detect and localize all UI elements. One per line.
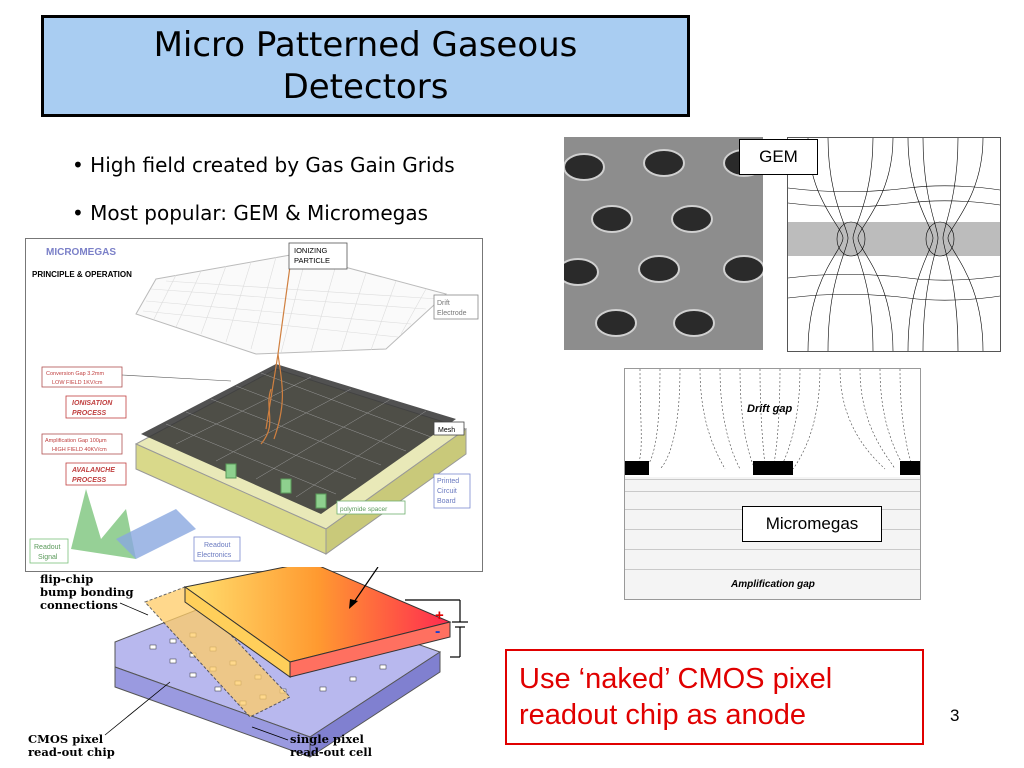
battery-minus: - (435, 623, 440, 640)
bullet-most-popular: • Most popular: GEM & Micromegas (72, 201, 429, 225)
mesh-label: Mesh (438, 427, 455, 434)
flip-chip-line2: bump bonding (40, 585, 134, 599)
ionizing-particle-box (288, 242, 348, 270)
pcb-line3: Board (437, 498, 456, 505)
drift-electrode-line1: Drift (437, 300, 450, 307)
cmos-chip-diagram: + - flip-chip bump bonding connections C… (20, 567, 475, 763)
pcb-line2: Circuit (437, 488, 457, 495)
conversion-gap-line1: Conversion Gap 3.2mm (46, 371, 104, 377)
gem-micrograph-svg (564, 137, 763, 350)
single-pixel-line2: read-out cell (290, 745, 373, 759)
callout-line2: readout chip as anode (519, 699, 806, 731)
title-box: Micro Patterned Gaseous Detectors (41, 15, 690, 117)
micromegas-field-figure: Drift gap Amplification gap (624, 368, 921, 600)
cmos-pixel-line2: read-out chip (28, 745, 115, 759)
callout-box: Use ‘naked’ CMOS pixel readout chip as a… (505, 649, 924, 745)
ionisation-line2: PROCESS (72, 410, 107, 417)
bullet-high-field: • High field created by Gas Gain Grids (72, 153, 455, 177)
micromegas-field-svg: Drift gap Amplification gap (625, 369, 920, 599)
flip-chip-line1: flip-chip (40, 572, 93, 586)
single-pixel-line1: single pixel (290, 732, 365, 746)
gem-label: GEM (739, 139, 818, 175)
readout-signal-line2: Signal (38, 554, 58, 561)
gem-micrograph (564, 137, 763, 350)
readout-electronics-line2: Electronics (197, 552, 232, 559)
conversion-gap-line2: LOW FIELD 1KV/cm (52, 380, 103, 386)
avalanche-line1: AVALANCHE (71, 467, 115, 474)
cmos-chip-svg: + - flip-chip bump bonding connections C… (28, 567, 468, 759)
readout-signal-line1: Readout (34, 544, 61, 551)
gem-field-svg (788, 138, 1000, 351)
page-number: 3 (950, 706, 960, 725)
drift-electrode-line2: Electrode (437, 310, 467, 317)
pcb-line1: Printed (437, 478, 459, 485)
diagram-subheading: PRINCIPLE & OPERATION (32, 270, 132, 279)
micromegas-principle-svg: MICROMEGAS PRINCIPLE & OPERATION IONIZIN… (29, 242, 479, 564)
callout-line1: Use ‘naked’ CMOS pixel (519, 663, 833, 695)
ionizing-particle-line2: PARTICLE (294, 256, 330, 265)
ionizing-particle-line1: IONIZING (294, 246, 327, 255)
avalanche-line2: PROCESS (72, 477, 107, 484)
slide-title: Micro Patterned Gaseous Detectors (153, 25, 578, 107)
gem-field-lines (787, 137, 1001, 352)
polymide-spacer-label: polymide spacer (340, 506, 388, 513)
amplification-gap-line2: HIGH FIELD 40KV/cm (52, 447, 107, 453)
cmos-pixel-line1: CMOS pixel (28, 732, 104, 746)
amplification-gap-line1: Amplification Gap 100µm (45, 438, 107, 444)
amplification-gap-label: Amplification gap (730, 579, 815, 590)
micromegas-label: Micromegas (742, 506, 882, 542)
ionisation-line1: IONISATION (72, 400, 113, 407)
drift-gap-label: Drift gap (747, 403, 793, 415)
flip-chip-line3: connections (40, 598, 118, 612)
battery-plus: + (435, 607, 444, 624)
micromegas-principle-diagram: MICROMEGAS PRINCIPLE & OPERATION IONIZIN… (25, 238, 483, 572)
diagram-heading: MICROMEGAS (46, 247, 116, 258)
readout-electronics-line1: Readout (204, 542, 231, 549)
